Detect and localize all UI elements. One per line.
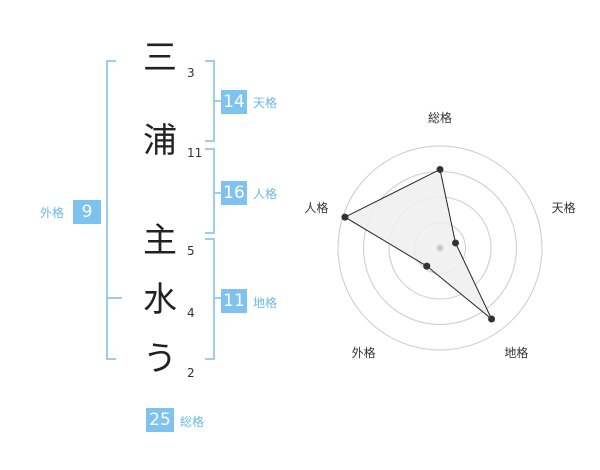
jinkaku-bracket xyxy=(205,148,215,234)
name-char-5: う xyxy=(143,339,177,379)
radar-axis-label-5: 人格 xyxy=(304,200,328,215)
radar-grid-ring xyxy=(337,145,543,351)
name-char-1: 三 xyxy=(143,38,177,78)
stroke-count-3: 5 xyxy=(187,244,195,258)
name-char-4: 水 xyxy=(143,280,177,320)
radar-axis-label-1: 総格 xyxy=(428,110,452,125)
soukaku-badge: 25 xyxy=(146,408,174,432)
radar-axis-label-4: 外格 xyxy=(352,345,376,360)
jinkaku-badge: 16 xyxy=(221,181,247,205)
jinkaku-label: 人格 xyxy=(253,187,278,201)
radar-point-4 xyxy=(423,262,431,270)
name-char-3: 主 xyxy=(143,221,177,261)
jinkaku-connector xyxy=(213,192,221,194)
chikaku-badge: 11 xyxy=(221,289,247,313)
stroke-count-1: 3 xyxy=(187,66,195,80)
tenkaku-badge: 14 xyxy=(221,90,247,114)
stroke-count-2: 11 xyxy=(187,146,203,160)
gaikaku-connector xyxy=(106,297,122,299)
gaikaku-label: 外格 xyxy=(40,206,65,220)
radar-point-5 xyxy=(341,213,349,221)
radar-point-1 xyxy=(436,165,444,173)
tenkaku-connector xyxy=(213,100,221,102)
gaikaku-badge: 9 xyxy=(73,200,101,224)
radar-axis-label-2: 天格 xyxy=(552,200,576,215)
radar-point-3 xyxy=(488,315,496,323)
radar-point-2 xyxy=(452,239,460,247)
gaikaku-bracket xyxy=(106,60,116,360)
chikaku-label: 地格 xyxy=(253,296,278,310)
chikaku-connector xyxy=(213,297,221,299)
radar-data-area xyxy=(343,168,493,320)
radar-center-dot xyxy=(436,244,444,252)
stroke-count-4: 4 xyxy=(187,306,195,320)
tenkaku-label: 天格 xyxy=(253,96,278,110)
stroke-count-5: 2 xyxy=(187,366,195,380)
soukaku-label: 総格 xyxy=(180,415,205,429)
name-char-2: 浦 xyxy=(143,121,177,161)
radar-axis-label-3: 地格 xyxy=(504,345,528,360)
chikaku-bracket xyxy=(205,238,215,360)
